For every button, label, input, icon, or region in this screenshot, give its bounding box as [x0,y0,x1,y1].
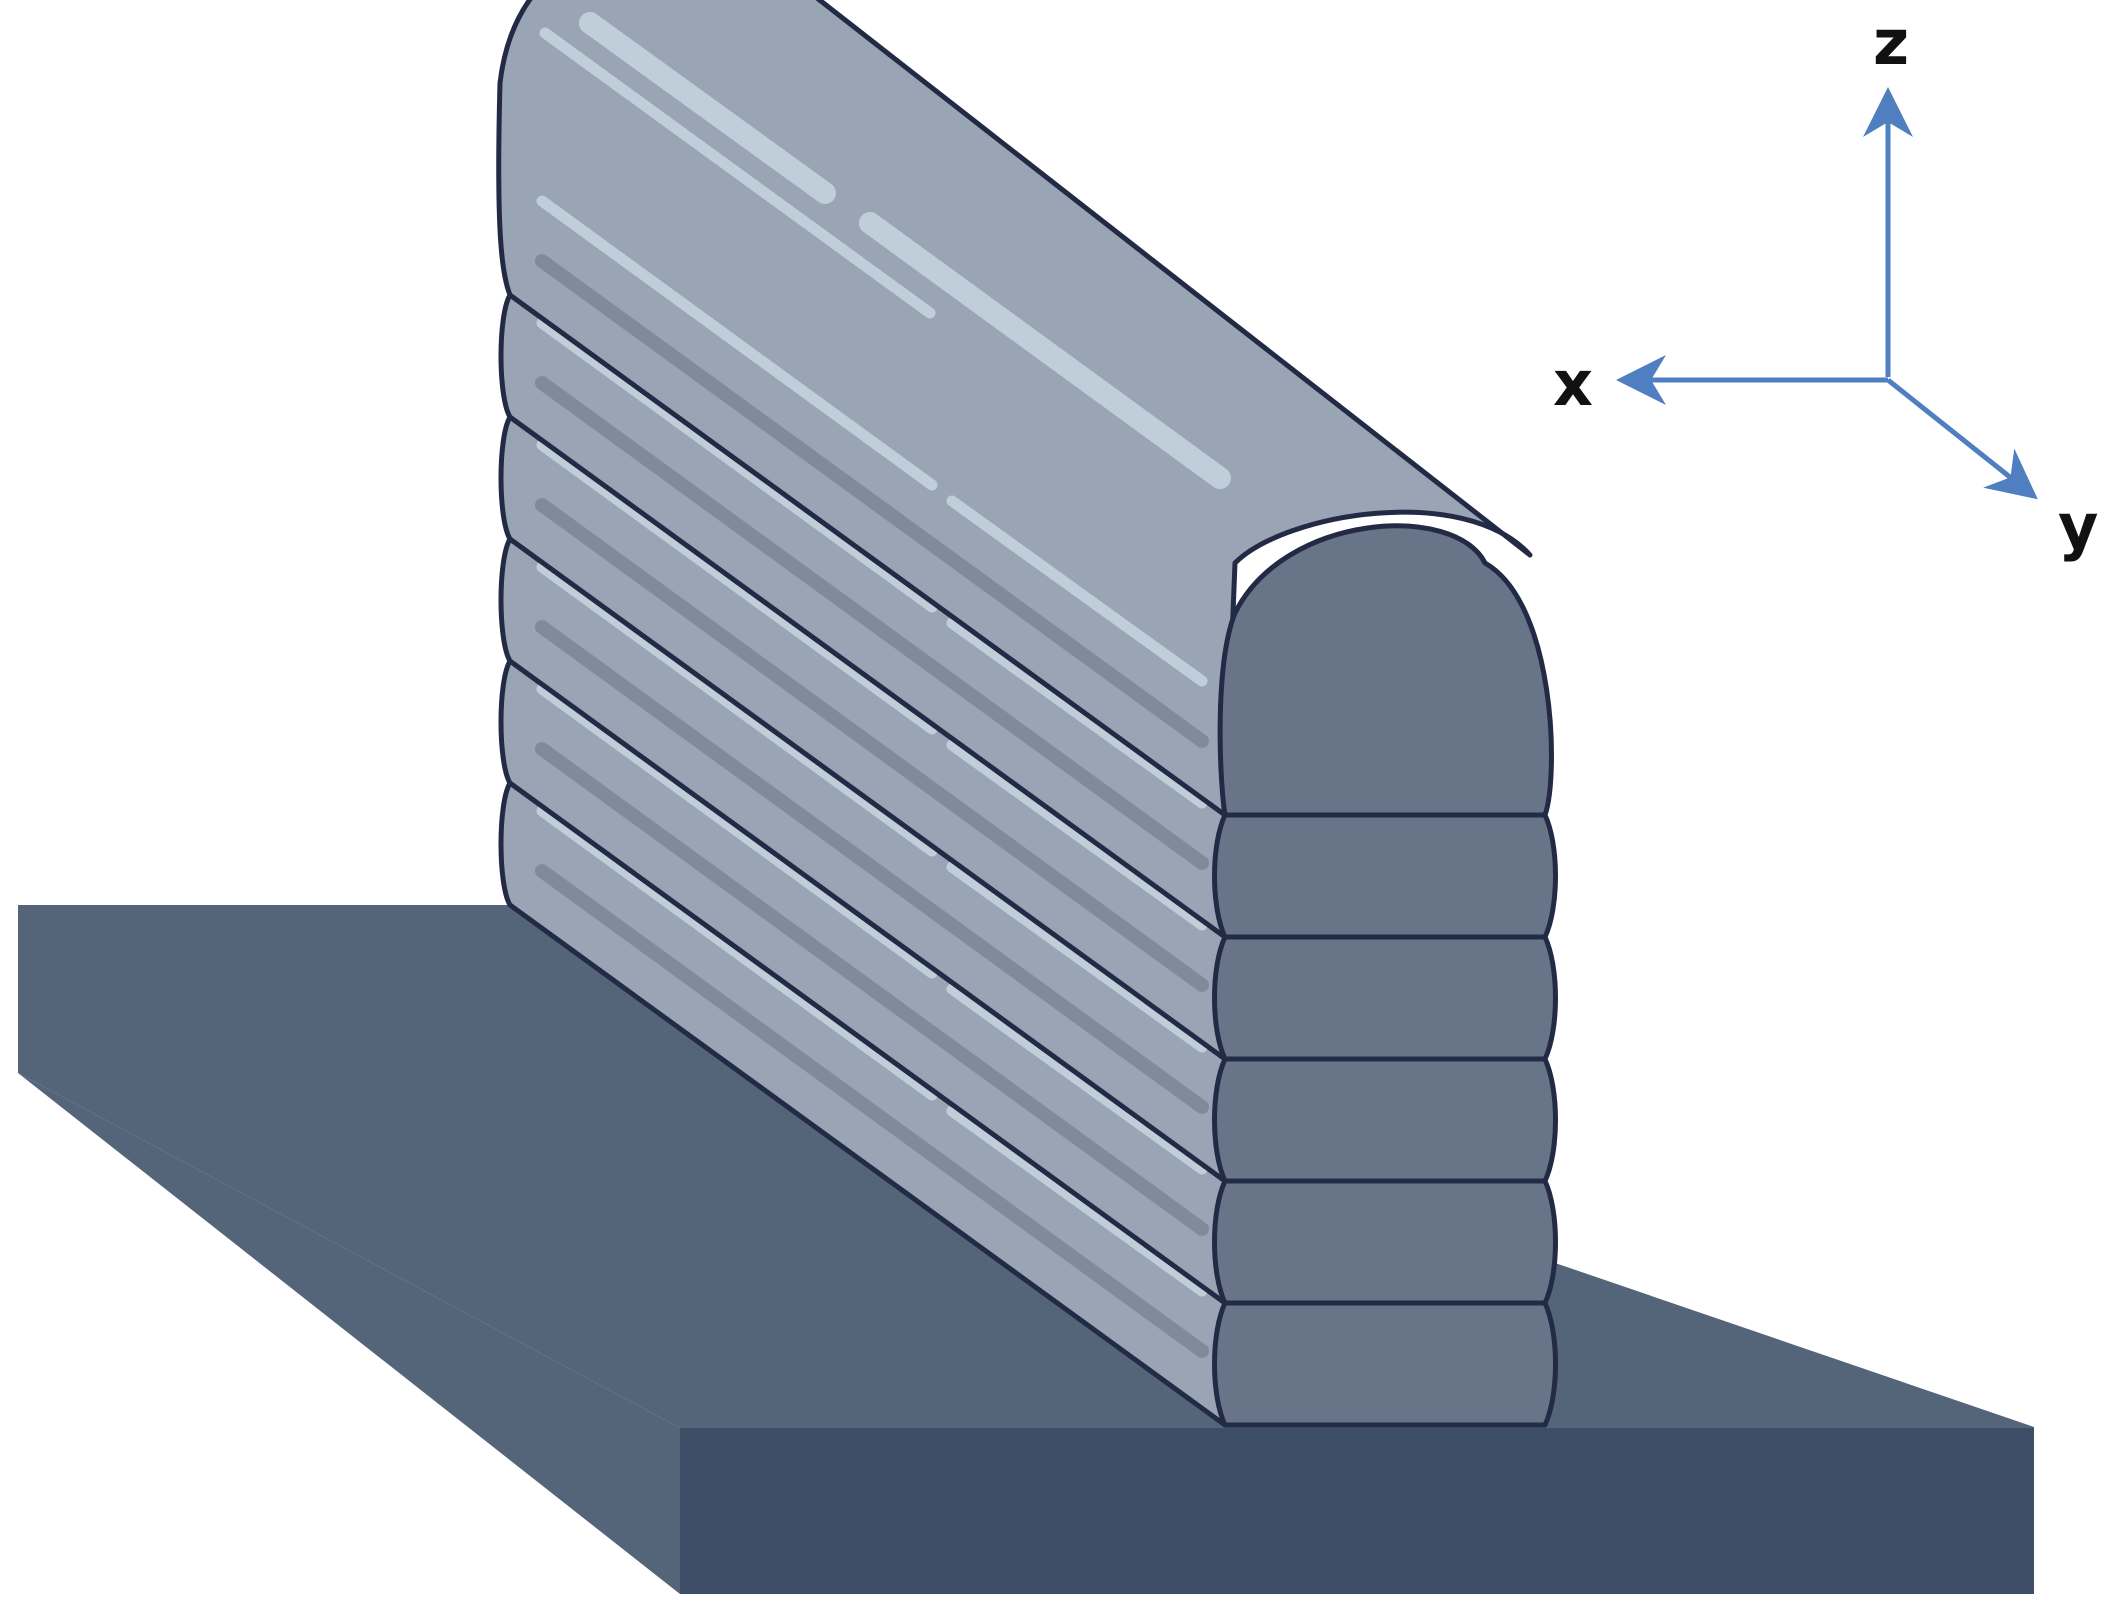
layer-shade [535,376,1209,870]
layer-shade [535,864,1209,1358]
layer-highlight [539,27,936,319]
layer-highlight [859,212,1231,489]
layer-side-face [496,0,1533,818]
deposited-wall [496,0,1558,1428]
wall-layer [498,292,1558,940]
layer-shade [535,254,1209,748]
layer-highlight [536,317,938,613]
y-axis-arrow [1886,378,2038,500]
layer-highlight [536,683,938,979]
layer-end-face [1212,934,1558,1062]
y-axis-label: y [2058,490,2098,563]
z-axis-label: z [1873,6,1909,79]
layer-end-face [1212,812,1558,940]
substrate-front-face [680,1428,2034,1594]
layer-highlight [946,739,1208,931]
layer-highlight [536,561,938,857]
wall-layer [496,0,1554,818]
layer-end-face [1217,523,1554,818]
layer-highlight [946,861,1208,1053]
layer-highlight [536,439,938,735]
wall-layer [498,414,1558,1062]
layer-highlight [946,1105,1208,1297]
layer-highlight [946,617,1208,809]
coordinate-axes: z x y [1553,6,2098,563]
layer-shade [535,742,1209,1236]
x-axis-label: x [1553,347,1593,420]
layer-highlight [579,12,836,204]
wall-layer [498,536,1558,1184]
layer-highlight [536,805,938,1101]
layer-end-face [1212,1056,1558,1184]
layer-highlight [946,983,1208,1175]
layer-highlight [536,195,938,491]
layer-shade [535,620,1209,1114]
layer-end-face [1212,1300,1558,1428]
substrate-left-face [18,1073,680,1594]
layer-end-face [1212,1178,1558,1306]
layer-highlight [946,495,1208,687]
layer-shade [535,498,1209,992]
